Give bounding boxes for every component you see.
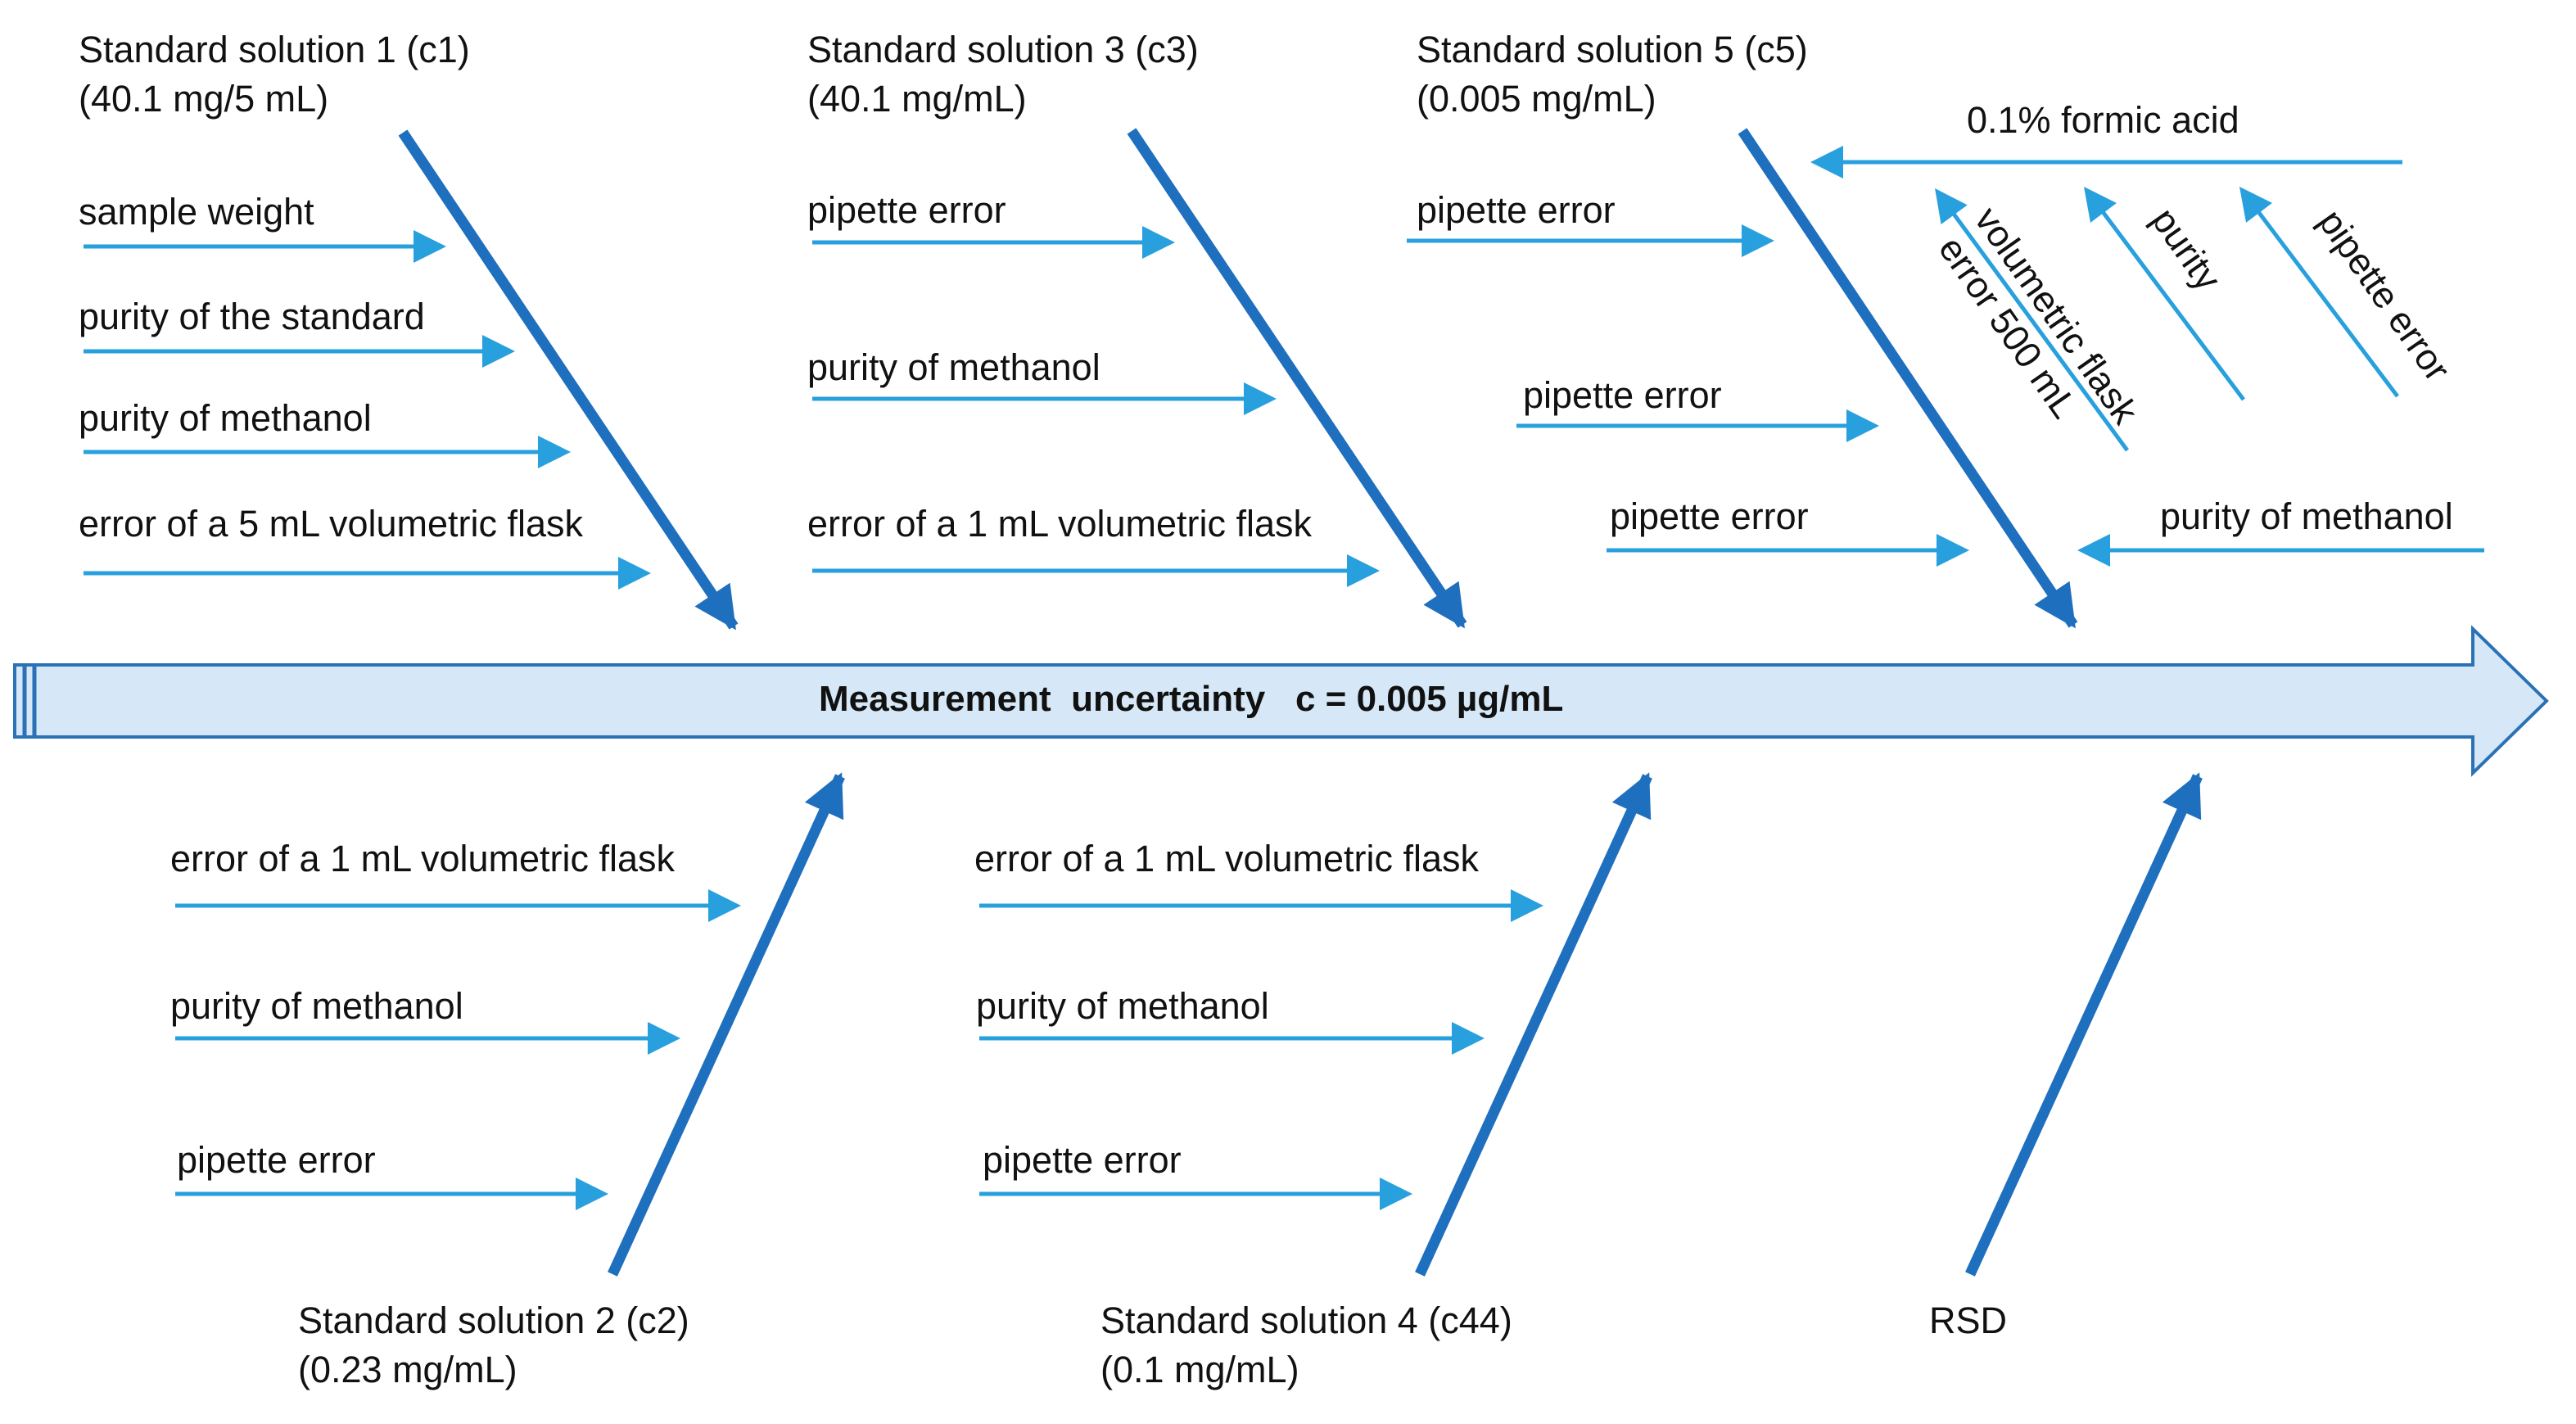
cause-arrow [2239, 187, 2399, 398]
cause-label: pipette error [1523, 374, 1722, 416]
cause-label: error of a 1 mL volumetric flask [974, 838, 1480, 879]
cause-label: purity of methanol [170, 985, 463, 1027]
cause-label: error of a 5 mL volumetric flask [79, 503, 584, 545]
cause-arrow [1935, 188, 2130, 452]
group-value: (0.005 mg/mL) [1417, 78, 1656, 120]
group-name: Standard solution 5 (c5) [1417, 29, 1808, 70]
spine-arrow: Measurement uncertainty c = 0.005 µg/mL [13, 625, 2549, 777]
cause-label: sample weight [79, 191, 314, 233]
cause-label: purity of methanol [976, 985, 1269, 1027]
group-name: RSD [1929, 1300, 2007, 1341]
bone-standard-solution-5: Standard solution 5 (c5) (0.005 mg/mL) p… [1407, 29, 2484, 629]
main-bone-arrow [398, 129, 739, 631]
bone-standard-solution-3: Standard solution 3 (c3) (40.1 mg/mL) pi… [807, 29, 1467, 629]
cause-label: purity of methanol [807, 346, 1100, 388]
cause-label: pipette error [807, 189, 1006, 231]
group-value: (40.1 mg/mL) [807, 78, 1027, 120]
group-name: Standard solution 1 (c1) [79, 29, 470, 70]
formic-acid-label: 0.1% formic acid [1967, 99, 2239, 141]
spine-title: Measurement uncertainty c = 0.005 µg/mL [819, 679, 1563, 719]
main-bone-arrow [608, 772, 845, 1277]
cause-label: pipette error [1417, 189, 1616, 231]
bone-standard-solution-4: error of a 1 mL volumetric flask purity … [974, 772, 1652, 1390]
cause-label: pipette error [1610, 495, 1809, 537]
cause-label: error of a 1 mL volumetric flask [170, 838, 676, 879]
bone-standard-solution-2: error of a 1 mL volumetric flask purity … [170, 772, 845, 1390]
cause-arrow [2084, 187, 2245, 401]
main-bone-arrow [1415, 772, 1652, 1277]
cause-label: pipette error [2311, 201, 2459, 388]
group-value: (0.1 mg/mL) [1100, 1349, 1299, 1390]
cause-label: purity of methanol [2160, 495, 2453, 537]
cause-label: error of a 1 mL volumetric flask [807, 503, 1313, 545]
bone-rsd: RSD [1929, 772, 2203, 1341]
bone-standard-solution-1: Standard solution 1 (c1) (40.1 mg/5 mL) … [79, 29, 739, 631]
cause-label: pipette error [177, 1139, 376, 1181]
cause-label: purity of the standard [79, 296, 425, 337]
group-value: (0.23 mg/mL) [298, 1349, 517, 1390]
formic-acid-branch: 0.1% formic acid volumetric flask error … [1810, 99, 2459, 452]
group-name: Standard solution 2 (c2) [298, 1300, 689, 1341]
main-bone-arrow [1738, 128, 2078, 629]
group-name: Standard solution 4 (c44) [1100, 1300, 1512, 1341]
cause-label: purity of methanol [79, 397, 372, 439]
main-bone-arrow [1127, 128, 1467, 629]
cause-label: pipette error [983, 1139, 1182, 1181]
group-value: (40.1 mg/5 mL) [79, 78, 328, 120]
group-name: Standard solution 3 (c3) [807, 29, 1199, 70]
main-bone-arrow [1965, 772, 2203, 1277]
